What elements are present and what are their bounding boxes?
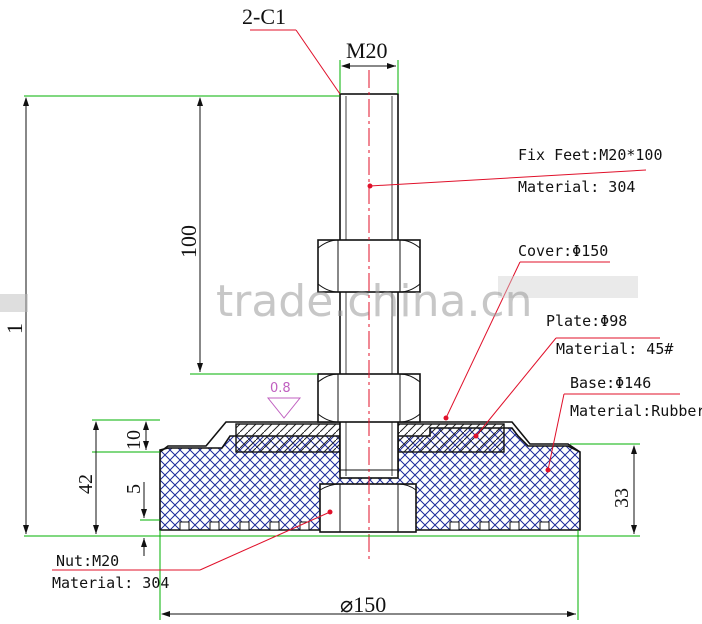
thread-size-label: M20 [346,38,388,63]
height-33-label: 33 [611,488,633,508]
plate-material-label: Material: 45# [556,340,673,358]
cover-label: Cover:Φ150 [518,242,608,260]
watermark-text: trade.china.cn [216,276,533,327]
steel-plate [235,423,505,453]
base-label: Base:Φ146 [570,374,651,392]
plate-label: Plate:Φ98 [546,312,627,330]
height-5-label: 5 [123,484,145,494]
watermark: trade.china.cn [0,276,638,327]
nut-label: Nut:M20 [56,552,119,570]
base-material-label: Material:Rubber [570,402,702,420]
height-42-label: 42 [75,474,97,494]
diameter-label: ⌀150 [340,592,386,617]
dimension-lines [24,60,640,620]
roughness-symbol: 0.8 [266,381,302,419]
stud-length-label: 100 [176,225,201,258]
nut-material-label: Material: 304 [52,574,169,592]
leader-lines [52,29,680,571]
fix-feet-material-label: Material: 304 [518,178,635,196]
fix-feet-label: Fix Feet:M20*100 [518,146,663,164]
total-height-label: 1 [2,323,27,334]
dimension-arrows [23,63,637,617]
chamfer-label: 2-C1 [242,4,286,29]
height-10-label: 10 [123,430,145,450]
roughness-value: 0.8 [270,381,291,396]
bottom-nut [319,483,417,533]
